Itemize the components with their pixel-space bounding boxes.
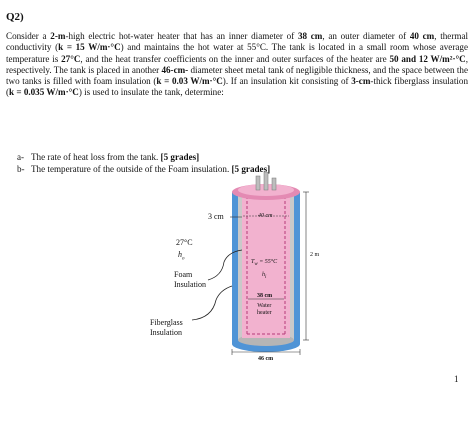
task-item: b- The temperature of the outside of the… — [17, 164, 457, 176]
pipe-right — [271, 177, 277, 191]
label-room-temp: 27°C — [176, 238, 193, 247]
label-38cm: 38 cm — [257, 293, 273, 299]
foam-layer — [242, 190, 290, 338]
task-item: a- The rate of heat loss from the tank. … — [17, 152, 457, 164]
water-heater-figure: 3 cm 40 cm 2 m 27°C ho Tw = 55°C hi Foam… — [150, 172, 350, 368]
label-46cm: 46 cm — [258, 356, 274, 362]
foam-leader — [207, 249, 243, 281]
water-heater-diagram — [191, 172, 309, 355]
label-3cm: 3 cm — [208, 212, 224, 221]
label-2m: 2 m — [310, 252, 320, 258]
fiberglass-leader — [191, 285, 233, 321]
task-text: The temperature of the outside of the Fo… — [31, 163, 271, 174]
pipe-left — [255, 175, 261, 191]
problem-statement: Consider a 2-m-high electric hot-water h… — [6, 31, 469, 98]
label-40cm: 40 cm — [258, 213, 273, 219]
task-letter: a- — [17, 152, 25, 162]
label-h-inner: hi — [262, 272, 267, 281]
task-list: a- The rate of heat loss from the tank. … — [17, 152, 457, 175]
task-text: The rate of heat loss from the tank. [5 … — [31, 152, 200, 162]
pipe-mid — [263, 172, 269, 191]
question-number: Q2) — [6, 11, 24, 23]
task-letter: b- — [17, 163, 25, 174]
label-h-outer: ho — [178, 250, 185, 262]
label-water-temp: Tw = 55°C — [251, 259, 278, 268]
page-number: 1 — [454, 374, 459, 384]
